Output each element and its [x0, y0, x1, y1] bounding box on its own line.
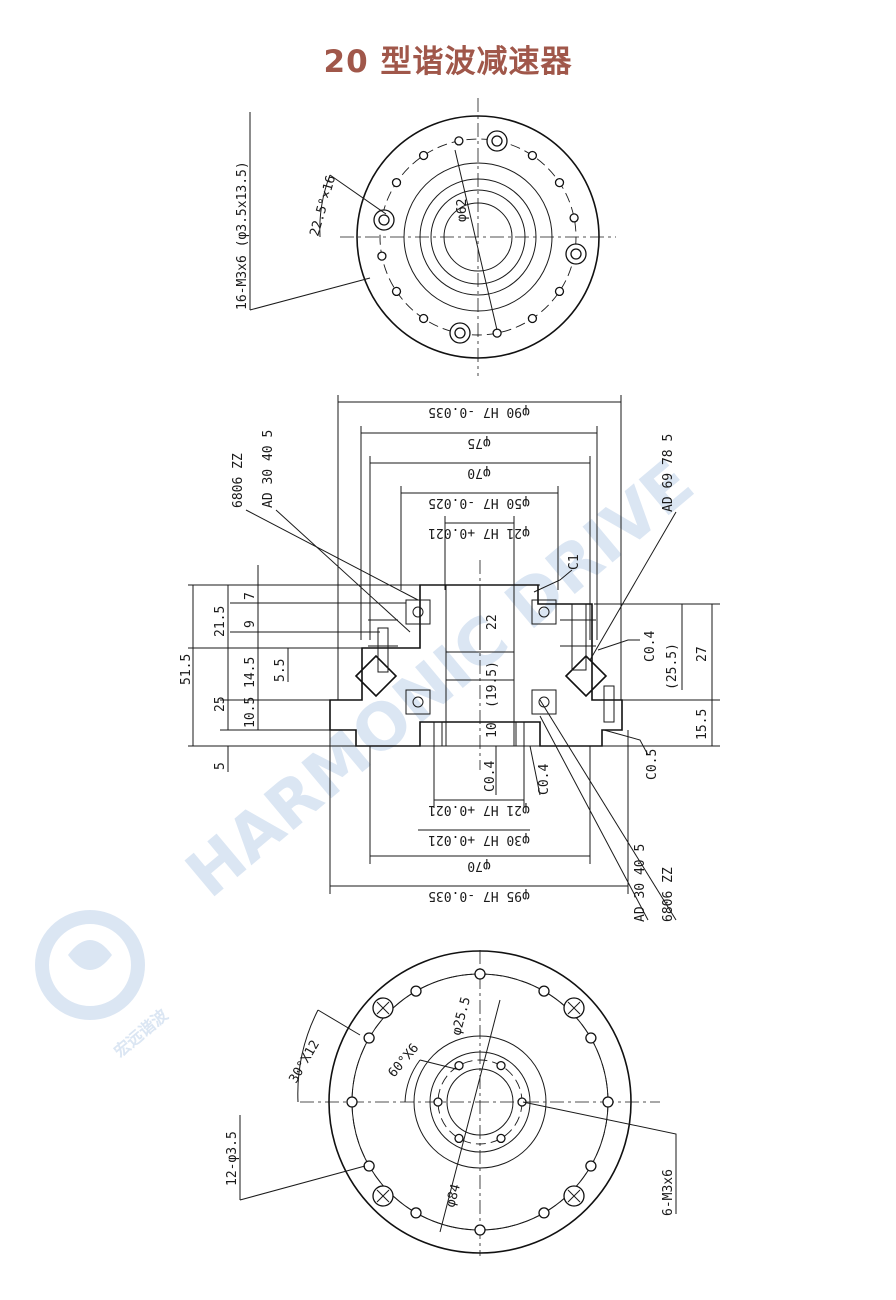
bottom-pcd-outer: φ84	[443, 1182, 464, 1209]
bottom-outer-hole	[538, 985, 550, 997]
section-view: φ90 H7 -0.035 φ75 φ70 φ50 H7 -0.025 φ21 …	[179, 395, 720, 922]
dim-left-5: 25	[213, 696, 228, 712]
top-pcd-label: φ62	[455, 199, 470, 222]
bolt-right	[571, 603, 587, 671]
bottom-inner-hole	[496, 1133, 506, 1144]
bearing-label-2: AD 30 40 5	[261, 430, 276, 508]
bottom-outer-hole	[410, 1207, 422, 1219]
top-angle-label: 22.5°×16	[307, 174, 339, 238]
watermark: HARMONIC DRIVE 宏远谐波	[35, 446, 708, 1061]
dim-right-1: (25.5)	[665, 643, 680, 690]
bearing-label-4: AD 30 40 5	[633, 844, 648, 922]
top-bolt-hole	[418, 150, 429, 161]
top-bolt-hole	[391, 286, 402, 297]
dim-bottom-1: φ21 H7 +0.021	[428, 802, 530, 817]
bearing-right-bottom	[531, 689, 557, 715]
top-bolt-hole	[554, 286, 565, 297]
bearing-left-top	[405, 599, 431, 625]
cross-roller-left	[354, 654, 398, 698]
dim-top-2: φ75	[467, 435, 490, 450]
bottom-pcd-inner: φ25.5	[449, 995, 474, 1037]
top-bolt-hole	[454, 136, 464, 146]
page-title: 20 型谐波减速器	[323, 44, 573, 80]
bearing-left-bottom	[405, 689, 431, 715]
bottom-inner-hole	[517, 1097, 527, 1107]
dim-left-8: 10.5	[243, 697, 258, 728]
chamfer-1: C1	[567, 554, 582, 570]
dim-right-3: 15.5	[695, 709, 710, 740]
pin-left	[433, 721, 443, 747]
dim-bottom-2: φ30 H7 +0.021	[428, 832, 530, 847]
bearing-label-3: AD 69 78 5	[661, 434, 676, 512]
bottom-outer-hole	[363, 1160, 375, 1172]
bottom-inner-hole	[496, 1060, 506, 1071]
top-view: φ62 22.5°×16 16-M3x6 (φ3.5x13.5)	[235, 98, 616, 376]
bottom-outer-hole	[585, 1160, 597, 1172]
top-bolt-hole	[492, 328, 502, 338]
top-bolt-hole	[527, 150, 538, 161]
bottom-outer-hole	[474, 968, 486, 980]
dim-right-2: 27	[695, 646, 710, 662]
bottom-view: φ84 φ25.5 30°X12 60°X6 12-φ3.5 6-M3x6	[225, 950, 677, 1256]
watermark-logo-text: 宏远谐波	[110, 1005, 172, 1061]
dim-top-1: φ90 H7 -0.035	[428, 404, 530, 419]
top-bolt-hole	[554, 177, 565, 188]
top-thread-label: 16-M3x6 (φ3.5x13.5)	[235, 161, 250, 310]
bottom-holes-12: 12-φ3.5	[225, 1131, 240, 1186]
bottom-outer-hole	[363, 1032, 375, 1044]
bottom-outer-hole	[346, 1096, 358, 1108]
bottom-outer-hole	[410, 985, 422, 997]
dim-left-6: 14.5	[243, 657, 258, 688]
dim-left-9: 5	[213, 762, 228, 770]
watermark-logo	[35, 910, 145, 1020]
dim-inner-1: 22	[485, 614, 500, 630]
dim-top-5: φ21 H7 +0.021	[428, 525, 530, 540]
chamfer-4: C0.4	[643, 631, 658, 662]
top-bolt-hole	[391, 177, 402, 188]
bottom-inner-holes	[433, 1060, 527, 1144]
top-bolt-hole	[527, 313, 538, 324]
dim-left-7: 5.5	[273, 659, 288, 682]
bottom-inner-hole	[433, 1097, 443, 1107]
housing-outline	[329, 584, 623, 747]
bottom-outer-hole	[474, 1224, 486, 1236]
top-bolt-hole	[377, 251, 387, 261]
bottom-thread-6: 6-M3x6	[661, 1169, 676, 1216]
bearing-label-1: 6806 ZZ	[231, 453, 246, 508]
top-bolt-hole	[418, 313, 429, 324]
bolt-left	[377, 627, 389, 673]
dim-left-2: 21.5	[213, 606, 228, 637]
bearing-label-5: 6806 ZZ	[661, 867, 676, 922]
bottom-inner-hole	[454, 1133, 464, 1144]
dim-left-3: 7	[243, 592, 258, 600]
screw-right	[603, 685, 615, 723]
chamfer-3: C0.4	[537, 764, 552, 795]
top-bolt-hole	[569, 213, 579, 223]
bottom-outer-holes	[346, 968, 614, 1236]
dim-inner-3: 10	[485, 722, 500, 738]
dim-top-4: φ50 H7 -0.025	[428, 495, 530, 510]
pin-right	[515, 721, 525, 747]
dim-top-3: φ70	[467, 465, 490, 480]
chamfer-5: C0.5	[645, 749, 660, 780]
cross-roller-right	[564, 654, 608, 698]
bottom-outer-hole	[585, 1032, 597, 1044]
dim-bottom-3: φ70	[467, 858, 490, 873]
bottom-outer-hole	[602, 1096, 614, 1108]
bottom-angle-6: 60°X6	[386, 1041, 423, 1081]
bottom-outer-hole	[538, 1207, 550, 1219]
bottom-inner-hole	[454, 1060, 464, 1071]
chamfer-2: C0.4	[483, 761, 498, 792]
dim-inner-2: (19.5)	[485, 661, 500, 708]
bottom-angle-12: 30°X12	[286, 1038, 322, 1086]
dim-bottom-4: φ95 H7 -0.035	[428, 888, 530, 903]
dim-left-1: 51.5	[179, 654, 194, 685]
bearing-right-top	[531, 599, 557, 625]
dim-left-4: 9	[243, 620, 258, 628]
